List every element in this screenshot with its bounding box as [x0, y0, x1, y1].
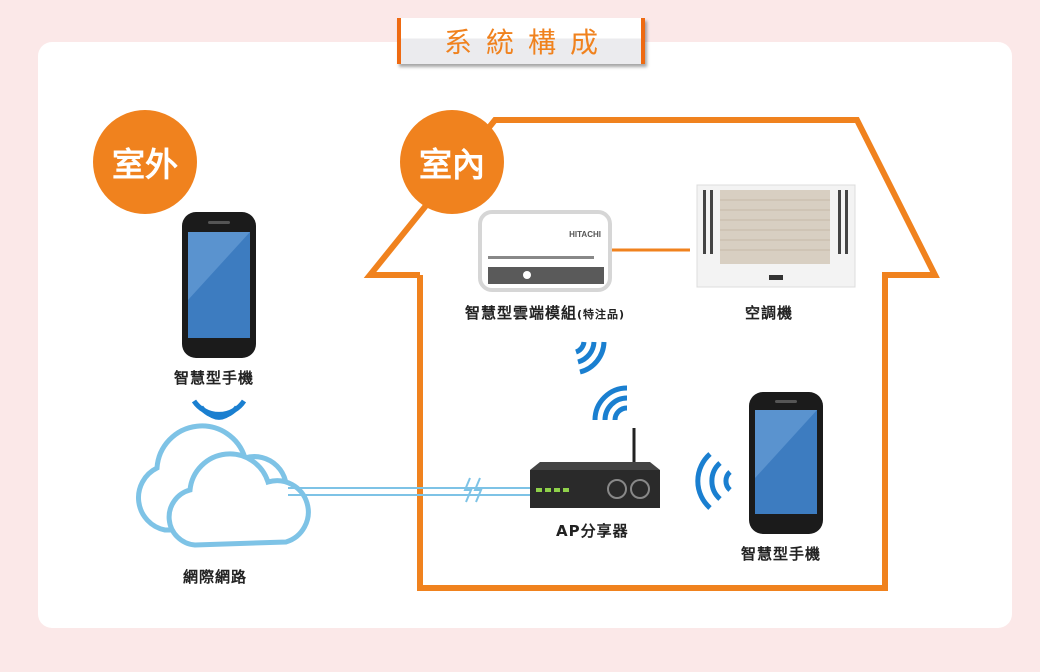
module-brand: HITACHI: [569, 230, 601, 239]
wifi-signal-icon: [574, 341, 607, 375]
wifi-signal-icon: [592, 385, 628, 421]
house-outline: [363, 117, 940, 591]
wired-connection: [288, 477, 530, 503]
air-conditioner-icon: [696, 184, 856, 288]
indoor-zone-badge: 室內: [400, 110, 504, 214]
wifi-signal-icon: [695, 452, 732, 510]
indoor-phone-icon: [749, 392, 823, 534]
cloud-icon: [136, 423, 311, 548]
internet-label: 網際網路: [183, 568, 248, 586]
cloud-module-name: 智慧型雲端模組: [465, 304, 578, 322]
cloud-module-note: (特注品): [577, 308, 626, 321]
router-label: AP分享器: [556, 522, 629, 540]
cloud-module-device: HITACHI: [478, 210, 612, 292]
air-conditioner-label: 空調機: [745, 304, 794, 322]
outdoor-zone-badge: 室外: [93, 110, 197, 214]
ap-router-icon: [530, 428, 660, 508]
outdoor-phone-icon: [182, 212, 256, 358]
outdoor-phone-label: 智慧型手機: [174, 369, 255, 387]
indoor-phone-label: 智慧型手機: [741, 545, 822, 563]
title-banner: 系統構成: [397, 18, 645, 64]
wifi-signal-icon: [191, 399, 247, 420]
cloud-module-label: 智慧型雲端模組(特注品): [465, 302, 625, 323]
page-title: 系統構成: [443, 26, 612, 59]
